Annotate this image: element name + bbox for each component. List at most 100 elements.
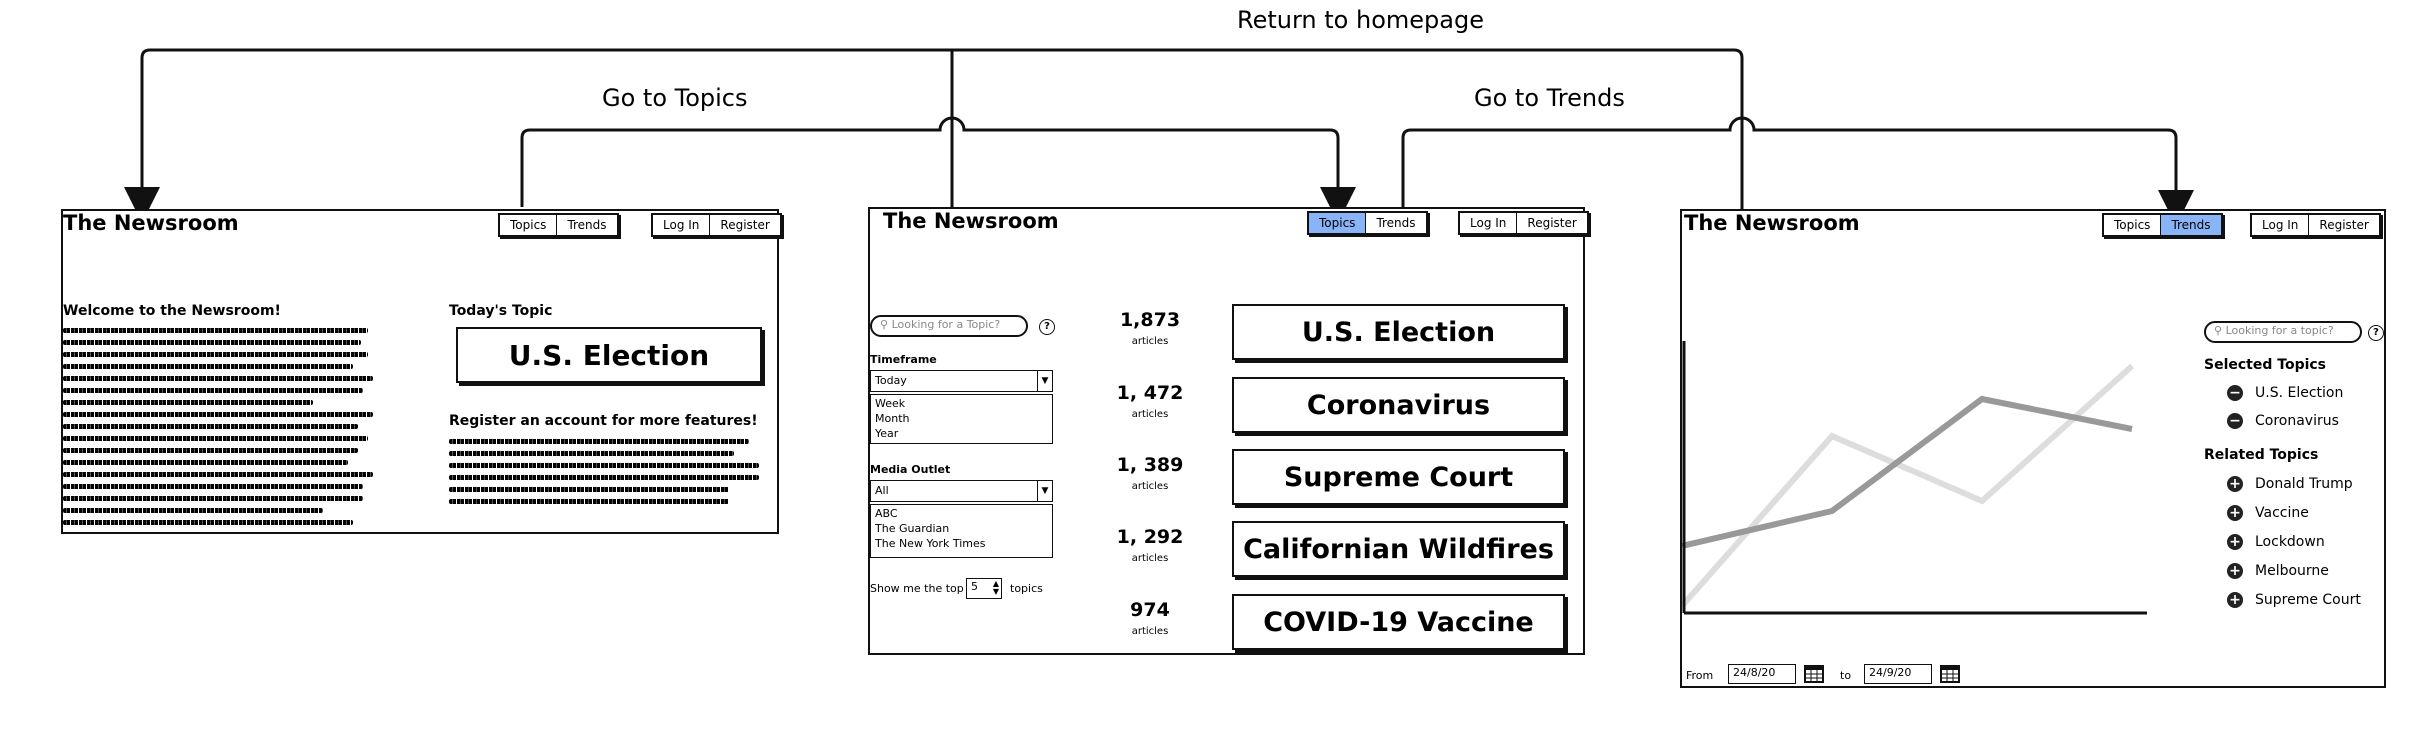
related-topic-vaccine[interactable]: + Vaccine bbox=[2227, 505, 2309, 521]
show-top-stepper[interactable]: 5 ▲▼ bbox=[966, 578, 1002, 599]
trend-line-chart bbox=[1682, 341, 2147, 615]
timeframe-option-week[interactable]: Week bbox=[875, 397, 906, 410]
trend-line-light bbox=[1682, 363, 2135, 608]
trends-login-button[interactable]: Log In bbox=[2252, 215, 2310, 235]
calendar-icon[interactable] bbox=[1804, 663, 1824, 683]
topic-articles-word: articles bbox=[1131, 336, 1169, 347]
stepper-arrows-icon: ▲▼ bbox=[992, 579, 999, 596]
outlet-select[interactable]: All ▼ bbox=[870, 480, 1053, 502]
outlet-option-abc[interactable]: ABC bbox=[875, 507, 898, 520]
outlet-option-nyt[interactable]: The New York Times bbox=[875, 537, 986, 550]
timeframe-option-month[interactable]: Month bbox=[875, 412, 910, 425]
add-icon[interactable]: + bbox=[2227, 592, 2243, 608]
timeframe-option-year[interactable]: Year bbox=[875, 427, 899, 440]
register-heading: Register an account for more features! bbox=[449, 413, 758, 429]
related-topic-label: Vaccine bbox=[2255, 505, 2309, 521]
trends-brand: The Newsroom bbox=[1684, 211, 1860, 235]
home-login-button[interactable]: Log In bbox=[653, 215, 711, 235]
trends-register-button[interactable]: Register bbox=[2319, 218, 2369, 232]
related-topic-label: Donald Trump bbox=[2255, 476, 2353, 492]
home-nav-trends[interactable]: Trends bbox=[567, 218, 607, 232]
home-register-button[interactable]: Register bbox=[720, 218, 770, 232]
add-icon[interactable]: + bbox=[2227, 505, 2243, 521]
show-top-suffix: topics bbox=[1010, 582, 1043, 595]
timeframe-options: Week Month Year bbox=[870, 394, 1053, 444]
trends-search-input[interactable]: ⚲ Looking for a topic? bbox=[2204, 321, 2362, 343]
welcome-heading: Welcome to the Newsroom! bbox=[63, 303, 281, 319]
topics-brand: The Newsroom bbox=[883, 209, 1059, 233]
topic-articles-word: articles bbox=[1131, 553, 1169, 564]
selected-topics-heading: Selected Topics bbox=[2204, 357, 2327, 373]
topic-article-count: 974 bbox=[1130, 599, 1170, 621]
outlet-options: ABC The Guardian The New York Times bbox=[870, 504, 1053, 558]
related-topic-melbourne[interactable]: + Melbourne bbox=[2227, 563, 2329, 579]
trends-wireframe: The Newsroom Topics Trends Log In Regist… bbox=[1680, 209, 2386, 688]
topics-nav-trends[interactable]: Trends bbox=[1376, 216, 1416, 230]
topics-nav-topics[interactable]: Topics bbox=[1309, 213, 1367, 233]
trends-search-placeholder: Looking for a topic? bbox=[2225, 324, 2334, 337]
from-label: From bbox=[1686, 669, 1714, 682]
home-brand: The Newsroom bbox=[63, 211, 239, 235]
topic-button[interactable]: Californian Wildfires bbox=[1232, 521, 1565, 577]
related-topic-lockdown[interactable]: + Lockdown bbox=[2227, 534, 2325, 550]
trends-nav-trends[interactable]: Trends bbox=[2161, 215, 2221, 235]
topic-button[interactable]: COVID-19 Vaccine bbox=[1232, 594, 1565, 650]
related-topic-donald-trump[interactable]: + Donald Trump bbox=[2227, 476, 2353, 492]
topics-login-button[interactable]: Log In bbox=[1460, 213, 1518, 233]
return-home-label: Return to homepage bbox=[1237, 6, 1484, 34]
timeframe-select[interactable]: Today ▼ bbox=[870, 370, 1053, 392]
outlet-option-guardian[interactable]: The Guardian bbox=[875, 522, 950, 535]
add-icon[interactable]: + bbox=[2227, 534, 2243, 550]
selected-topic-label: U.S. Election bbox=[2255, 385, 2344, 401]
help-icon[interactable]: ? bbox=[1039, 319, 1055, 335]
topic-article-count: 1,873 bbox=[1119, 309, 1181, 331]
trend-line-dark bbox=[1682, 395, 2133, 549]
search-icon: ⚲ bbox=[2214, 324, 2223, 337]
timeframe-label: Timeframe bbox=[870, 353, 937, 366]
topics-register-button[interactable]: Register bbox=[1527, 216, 1577, 230]
register-text-block bbox=[449, 439, 769, 519]
todays-topic-button[interactable]: U.S. Election bbox=[456, 327, 762, 383]
topics-search-input[interactable]: ⚲ Looking for a Topic? bbox=[870, 315, 1028, 337]
search-icon: ⚲ bbox=[880, 318, 889, 331]
related-topic-supreme-court[interactable]: + Supreme Court bbox=[2227, 592, 2361, 608]
to-date-input[interactable]: 24/9/20 bbox=[1864, 664, 1932, 684]
topic-article-count: 1, 292 bbox=[1116, 526, 1184, 548]
chevron-down-icon: ▼ bbox=[1037, 371, 1052, 391]
home-nav-group: Topics Trends bbox=[498, 213, 619, 237]
topics-nav-group: Topics Trends bbox=[1307, 211, 1428, 235]
from-date-input[interactable]: 24/8/20 bbox=[1728, 664, 1796, 684]
related-topic-label: Melbourne bbox=[2255, 563, 2329, 579]
topic-button[interactable]: U.S. Election bbox=[1232, 304, 1565, 360]
home-nav-topics[interactable]: Topics bbox=[500, 215, 558, 235]
remove-icon[interactable]: − bbox=[2227, 413, 2243, 429]
add-icon[interactable]: + bbox=[2227, 563, 2243, 579]
go-trends-label: Go to Trends bbox=[1474, 84, 1625, 112]
selected-topic-us-election[interactable]: − U.S. Election bbox=[2227, 385, 2343, 401]
outlet-value: All bbox=[875, 484, 889, 497]
home-auth-group: Log In Register bbox=[651, 213, 782, 237]
related-topic-label: Supreme Court bbox=[2255, 592, 2361, 608]
go-trends-line bbox=[1401, 116, 2194, 226]
help-icon[interactable]: ? bbox=[2368, 325, 2384, 341]
calendar-icon[interactable] bbox=[1940, 663, 1960, 683]
topic-articles-word: articles bbox=[1131, 409, 1169, 420]
trends-nav-topics[interactable]: Topics bbox=[2104, 215, 2162, 235]
topic-articles-word: articles bbox=[1131, 481, 1169, 492]
outlet-label: Media Outlet bbox=[870, 463, 951, 476]
topic-article-count: 1, 472 bbox=[1116, 382, 1184, 404]
topics-wireframe: The Newsroom Topics Trends Log In Regist… bbox=[868, 207, 1589, 655]
remove-icon[interactable]: − bbox=[2227, 385, 2243, 401]
chevron-down-icon: ▼ bbox=[1037, 481, 1052, 501]
add-icon[interactable]: + bbox=[2227, 476, 2243, 492]
topic-article-count: 1, 389 bbox=[1116, 454, 1184, 476]
topics-auth-group: Log In Register bbox=[1458, 211, 1589, 235]
topic-button[interactable]: Supreme Court bbox=[1232, 449, 1565, 505]
trends-nav-group: Topics Trends bbox=[2102, 213, 2223, 237]
show-top-prefix: Show me the top bbox=[870, 582, 964, 595]
topic-button[interactable]: Coronavirus bbox=[1232, 377, 1565, 433]
home-wireframe: The Newsroom Topics Trends Log In Regist… bbox=[61, 209, 782, 534]
selected-topic-coronavirus[interactable]: − Coronavirus bbox=[2227, 413, 2339, 429]
related-topics-heading: Related Topics bbox=[2204, 447, 2319, 463]
